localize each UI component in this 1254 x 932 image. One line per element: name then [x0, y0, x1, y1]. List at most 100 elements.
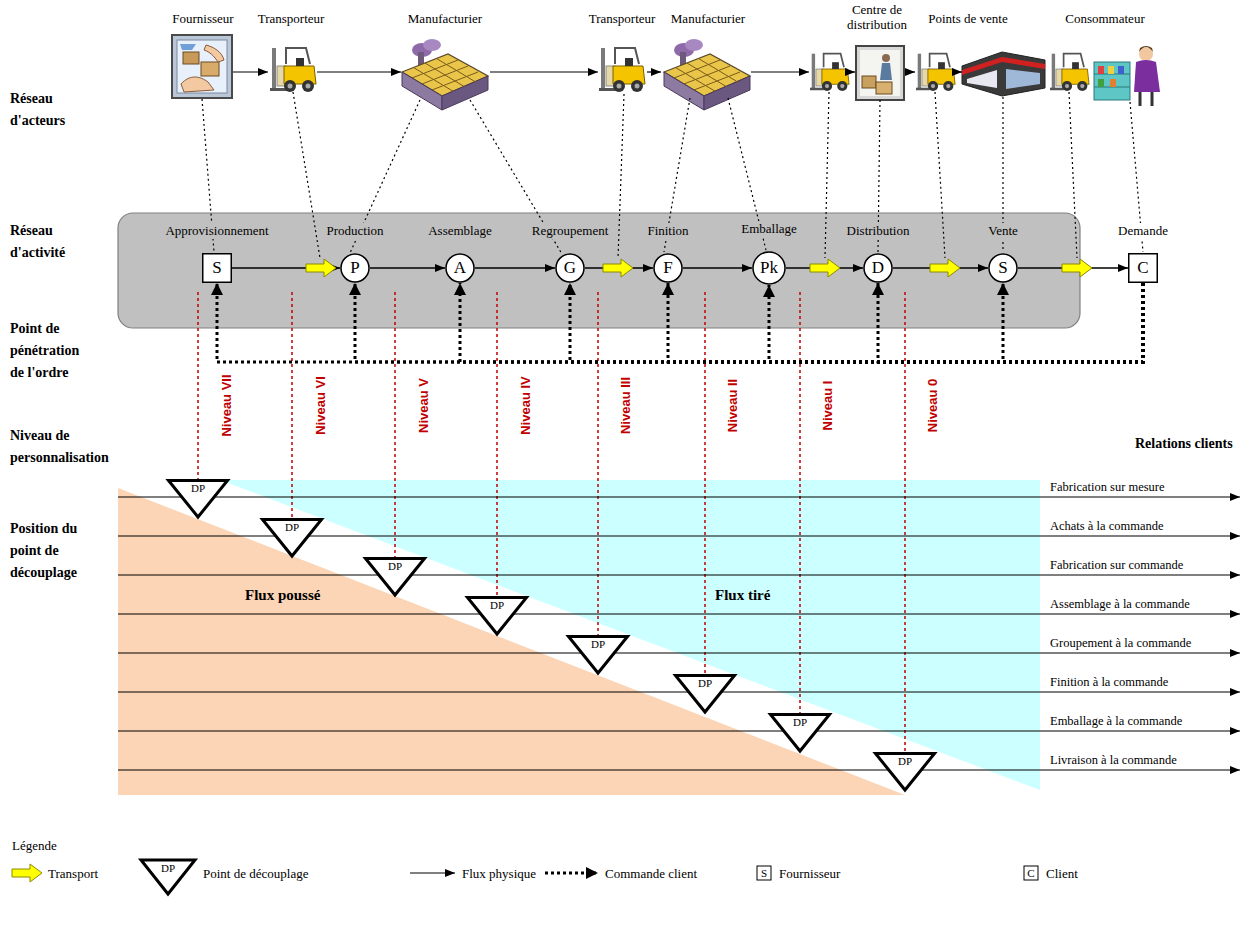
- relation-arrows: [118, 497, 1240, 770]
- activity-name: Production: [324, 223, 385, 239]
- transport-arrow: [603, 259, 633, 277]
- forklift-icon: [1050, 54, 1089, 91]
- activity-name: Regroupement: [530, 223, 611, 239]
- activity-name: Approvisionnement: [163, 223, 270, 239]
- actor-name: Transporteur: [572, 11, 672, 26]
- relation-label: Emballage à la commande: [1050, 714, 1182, 728]
- level-label: Niveau II: [726, 378, 741, 431]
- factory-icon: [402, 39, 488, 110]
- level-lines: [198, 292, 905, 752]
- shape-outline: [203, 254, 232, 283]
- shape-outline: [1129, 254, 1158, 283]
- relation-label: Fabrication sur mesure: [1050, 480, 1165, 494]
- region-label: Flux poussé: [245, 586, 320, 604]
- legend-sample: [1024, 866, 1038, 880]
- order-arrow: [878, 283, 1143, 362]
- leader-lines: [202, 92, 1143, 258]
- supply-box: ApprovisionnementS: [202, 253, 232, 283]
- actor-arrows: [233, 71, 962, 72]
- activity-letter: P: [350, 258, 359, 278]
- activity-letter: F: [663, 258, 672, 278]
- actor-name: Centre de distribution: [837, 2, 917, 32]
- row-title: Niveau de personnalisation: [10, 425, 128, 469]
- flow-arrow: [370, 267, 445, 268]
- column-title: Relations clients: [1135, 433, 1233, 455]
- decoupling-point: DP: [364, 557, 426, 597]
- actor-name: Transporteur: [241, 11, 341, 26]
- actor-name: Consommateur: [1050, 11, 1160, 26]
- relation-label: Fabrication sur commande: [1050, 558, 1183, 572]
- row-title: Réseau d'activité: [10, 220, 85, 264]
- relation-label: Livraison à la commande: [1050, 753, 1177, 767]
- level-label: Niveau VI: [313, 376, 328, 435]
- transport-arrow: [306, 259, 336, 277]
- shape-outline: [341, 254, 369, 282]
- region-label: Flux tiré: [715, 586, 770, 604]
- forklift-icon: [270, 48, 316, 92]
- triangle-outline: [468, 598, 527, 635]
- activity-name: Demande: [1116, 223, 1170, 239]
- legend-sample: [141, 860, 195, 894]
- dp-label: DP: [285, 521, 299, 534]
- legend-sample: [545, 872, 598, 875]
- activity-circle: AssemblageA: [445, 253, 475, 283]
- activity-circle: EmballagePk: [752, 251, 786, 285]
- relation-label: Assemblage à la commande: [1050, 597, 1190, 611]
- flow-arrow: [683, 267, 752, 268]
- shape-outline: [864, 254, 892, 282]
- level-label: Niveau VII: [218, 374, 233, 436]
- order-arrow: [1003, 283, 1143, 362]
- triangle-outline: [676, 676, 735, 713]
- legend-text: Flux physique: [462, 866, 536, 882]
- order-arrow: [460, 283, 1143, 362]
- forklift-icon: [810, 54, 849, 91]
- sample-letter: DP: [153, 861, 183, 875]
- relation-label: Achats à la commande: [1050, 519, 1164, 533]
- activity-letter: G: [564, 258, 576, 278]
- legend-text: Client: [1046, 866, 1078, 882]
- legend-text: Commande client: [605, 866, 697, 882]
- consumer-icon: [1094, 46, 1160, 106]
- sample-letter: S: [757, 866, 771, 880]
- legend-sample: [410, 872, 455, 873]
- decoupling-point: DP: [674, 674, 736, 714]
- level-label: Niveau V: [415, 378, 430, 433]
- flow-arrow: [475, 267, 555, 268]
- order-arrow: [355, 283, 1143, 362]
- activity-name: Distribution: [845, 223, 912, 239]
- activity-circle: ProductionP: [340, 253, 370, 283]
- activity-circle: RegroupementG: [555, 253, 585, 283]
- triangle-outline: [263, 520, 322, 557]
- shape-outline: [446, 254, 474, 282]
- triangle-outline: [169, 481, 228, 518]
- shape-outline: [989, 254, 1017, 282]
- activity-circle: FinitionF: [653, 253, 683, 283]
- pull-region: [220, 480, 1040, 790]
- activity-letter: D: [872, 258, 884, 278]
- triangle-outline: [569, 637, 628, 674]
- dp-label: DP: [388, 560, 402, 573]
- activity-name: Finition: [645, 223, 690, 239]
- level-label: Niveau I: [820, 380, 835, 430]
- transport-arrow: [810, 259, 840, 277]
- activity-letter: Pk: [760, 258, 778, 278]
- shape-outline: [654, 254, 682, 282]
- decoupling-point: DP: [466, 596, 528, 636]
- level-label: Niveau 0: [925, 378, 940, 431]
- legend-text: Transport: [48, 866, 98, 882]
- decoupling-point: DP: [874, 752, 936, 792]
- shape-outline: [753, 252, 785, 284]
- level-label: Niveau IV: [518, 376, 533, 435]
- decoupling-point: DP: [167, 479, 229, 519]
- dp-label: DP: [898, 755, 912, 768]
- dp-label: DP: [591, 638, 605, 651]
- order-arrow: [217, 283, 1143, 362]
- activity-letter: A: [454, 258, 466, 278]
- forklift-icon: [916, 54, 955, 91]
- activity-name: Emballage: [739, 221, 799, 237]
- store-icon: [962, 52, 1045, 96]
- supplier-icon: [172, 35, 232, 98]
